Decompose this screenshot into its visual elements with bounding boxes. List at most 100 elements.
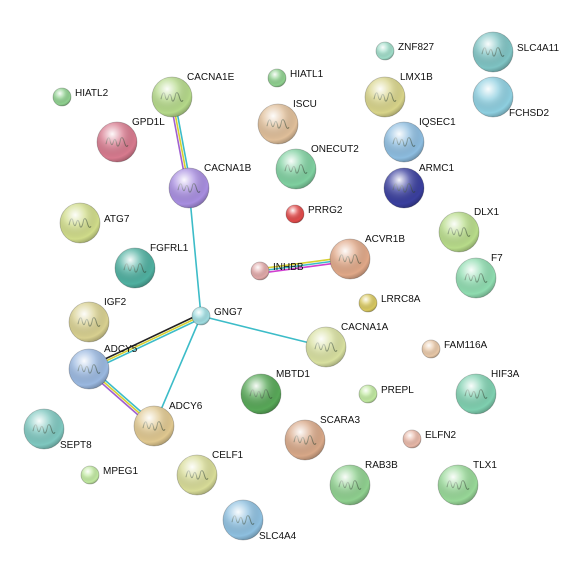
node-label: F7 xyxy=(491,253,503,264)
node-highlight xyxy=(359,294,377,312)
node-slc4a4[interactable]: SLC4A4 xyxy=(222,499,297,542)
node-label: HIATL1 xyxy=(290,69,324,80)
node-mpeg1[interactable]: MPEG1 xyxy=(80,465,138,485)
node-highlight xyxy=(97,122,137,162)
node-label: FAM116A xyxy=(444,340,487,351)
node-acvr1b[interactable]: ACVR1B xyxy=(329,234,405,280)
node-cacna1a[interactable]: CACNA1A xyxy=(305,322,389,368)
edge-cacna1b-gng7 xyxy=(188,187,202,317)
node-label: SEPT8 xyxy=(60,440,92,451)
node-armc1[interactable]: ARMC1 xyxy=(383,163,454,209)
node-inhbb[interactable]: INHBB xyxy=(250,261,304,281)
node-sept8[interactable]: SEPT8 xyxy=(23,408,92,451)
node-highlight xyxy=(53,88,71,106)
node-label: IQSEC1 xyxy=(419,117,456,128)
node-highlight xyxy=(422,340,440,358)
node-prrg2[interactable]: PRRG2 xyxy=(285,204,343,224)
node-highlight xyxy=(438,465,478,505)
node-label: ONECUT2 xyxy=(311,144,359,155)
node-hif3a[interactable]: HIF3A xyxy=(455,369,520,415)
node-highlight xyxy=(384,168,424,208)
node-onecut2[interactable]: ONECUT2 xyxy=(275,144,359,190)
node-highlight xyxy=(169,168,209,208)
node-label: FGFRL1 xyxy=(150,243,189,254)
node-iqsec1[interactable]: IQSEC1 xyxy=(383,117,456,163)
node-celf1[interactable]: CELF1 xyxy=(176,450,244,496)
edge-line xyxy=(89,317,203,372)
node-highlight xyxy=(285,420,325,460)
node-highlight xyxy=(473,77,513,117)
edge-line xyxy=(188,187,202,317)
node-mbtd1[interactable]: MBTD1 xyxy=(240,369,310,415)
node-tlx1[interactable]: TLX1 xyxy=(437,460,497,506)
node-fam116a[interactable]: FAM116A xyxy=(421,339,487,359)
node-label: LMX1B xyxy=(400,72,433,83)
node-highlight xyxy=(152,77,192,117)
node-highlight xyxy=(24,409,64,449)
node-highlight xyxy=(69,302,109,342)
node-label: SLC4A11 xyxy=(517,43,560,54)
node-label: IGF2 xyxy=(104,297,127,308)
node-label: RAB3B xyxy=(365,460,398,471)
node-highlight xyxy=(60,203,100,243)
node-label: ACVR1B xyxy=(365,234,405,245)
node-label: INHBB xyxy=(273,262,304,273)
node-highlight xyxy=(306,327,346,367)
node-label: ATG7 xyxy=(104,214,130,225)
node-lrrc8a[interactable]: LRRC8A xyxy=(358,293,421,313)
node-iscu[interactable]: ISCU xyxy=(257,99,317,145)
node-highlight xyxy=(286,205,304,223)
node-dlx1[interactable]: DLX1 xyxy=(438,207,499,253)
node-fgfrl1[interactable]: FGFRL1 xyxy=(114,243,189,289)
node-label: DLX1 xyxy=(474,207,499,218)
node-highlight xyxy=(365,77,405,117)
node-label: SLC4A4 xyxy=(259,531,297,542)
node-cacna1b[interactable]: CACNA1B xyxy=(168,163,252,209)
node-hiatl1[interactable]: HIATL1 xyxy=(267,68,324,88)
node-label: PRRG2 xyxy=(308,205,343,216)
node-highlight xyxy=(115,248,155,288)
node-lmx1b[interactable]: LMX1B xyxy=(364,72,433,118)
node-label: SCARA3 xyxy=(320,415,360,426)
node-label: MBTD1 xyxy=(276,369,310,380)
edge-gng7-adcy5 xyxy=(87,313,203,372)
node-highlight xyxy=(384,122,424,162)
edge-line xyxy=(200,315,327,348)
node-igf2[interactable]: IGF2 xyxy=(68,297,127,343)
node-fchsd2[interactable]: FCHSD2 xyxy=(472,76,549,119)
node-slc4a11[interactable]: SLC4A11 xyxy=(472,31,560,73)
node-highlight xyxy=(330,239,370,279)
node-znf827[interactable]: ZNF827 xyxy=(375,41,435,61)
node-atg7[interactable]: ATG7 xyxy=(59,202,130,244)
node-adcy6[interactable]: ADCY6 xyxy=(133,401,203,447)
node-highlight xyxy=(330,465,370,505)
node-elfn2[interactable]: ELFN2 xyxy=(402,429,457,449)
node-highlight xyxy=(192,307,210,325)
node-highlight xyxy=(403,430,421,448)
node-gpd1l[interactable]: GPD1L xyxy=(96,117,165,163)
node-prepl[interactable]: PREPL xyxy=(358,384,414,404)
edge-gng7-cacna1a xyxy=(200,315,327,348)
node-highlight xyxy=(241,374,281,414)
node-highlight xyxy=(276,149,316,189)
node-gng7[interactable]: GNG7 xyxy=(191,306,243,326)
node-label: LRRC8A xyxy=(381,294,421,305)
node-rab3b[interactable]: RAB3B xyxy=(329,460,398,506)
node-label: ELFN2 xyxy=(425,430,457,441)
node-highlight xyxy=(376,42,394,60)
node-label: ADCY6 xyxy=(169,401,203,412)
node-label: CELF1 xyxy=(212,450,244,461)
node-scara3[interactable]: SCARA3 xyxy=(284,415,360,461)
node-label: ARMC1 xyxy=(419,163,454,174)
node-highlight xyxy=(456,258,496,298)
node-highlight xyxy=(134,406,174,446)
node-adcy5[interactable]: ADCY5 xyxy=(68,344,138,390)
node-cacna1e[interactable]: CACNA1E xyxy=(151,72,235,118)
node-highlight xyxy=(439,212,479,252)
node-highlight xyxy=(223,500,263,540)
node-highlight xyxy=(177,455,217,495)
node-f7[interactable]: F7 xyxy=(455,253,503,299)
node-hiatl2[interactable]: HIATL2 xyxy=(52,87,109,107)
